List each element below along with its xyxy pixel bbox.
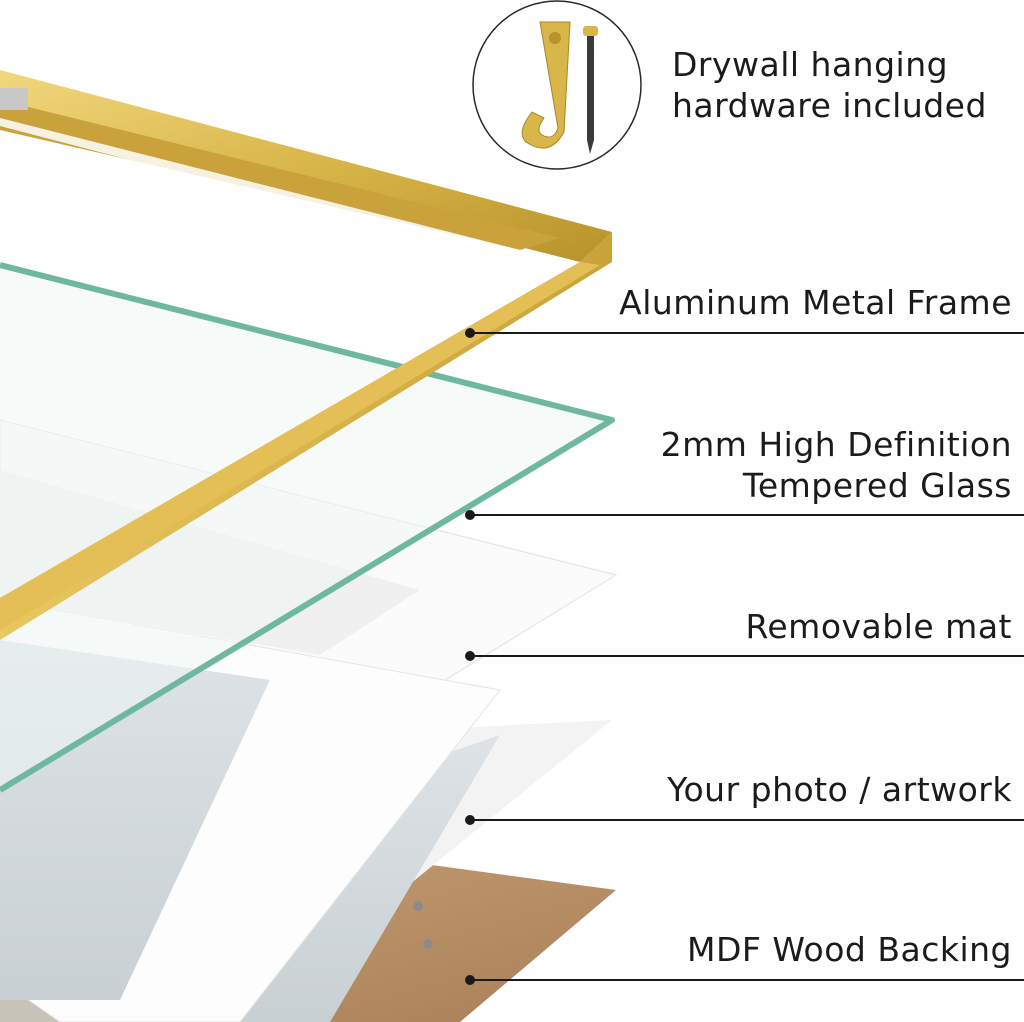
layer-label-photo: Your photo / artwork <box>667 769 1012 810</box>
leader-lines <box>470 332 1024 981</box>
layer-label-mat: Removable mat <box>745 606 1012 647</box>
layer-label-mat-text: Removable mat <box>745 607 1012 646</box>
leader-dots <box>465 328 475 985</box>
frame-bracket <box>0 88 28 110</box>
frame-inner-lip <box>0 118 540 262</box>
backing-clip <box>413 901 423 911</box>
hardware-caption-line2: hardware included <box>672 86 987 125</box>
hook-nail-icon <box>472 0 642 170</box>
hook-icon <box>521 21 571 149</box>
nail-icon <box>587 30 594 140</box>
layer-label-backing: MDF Wood Backing <box>687 929 1012 970</box>
frame-side-face <box>0 262 600 630</box>
layer-label-glass: 2mm High Definition Tempered Glass <box>661 424 1012 506</box>
frame-top-groove <box>0 100 560 250</box>
layer-label-backing-text: MDF Wood Backing <box>686 930 1012 969</box>
layer-label-photo-text: Your photo / artwork <box>667 770 1012 809</box>
hardware-caption: Drywall hanging hardware included <box>672 44 987 126</box>
layer-label-glass-line2: Tempered Glass <box>742 466 1012 505</box>
tempered-glass <box>0 265 612 790</box>
layer-label-frame: Aluminum Metal Frame <box>619 282 1012 323</box>
layer-label-glass-line1: 2mm High Definition <box>660 425 1012 464</box>
glass-edge <box>0 262 615 793</box>
hardware-caption-line1: Drywall hanging <box>672 45 949 84</box>
backing-clip <box>423 939 433 949</box>
layer-label-frame-text: Aluminum Metal Frame <box>619 283 1012 322</box>
